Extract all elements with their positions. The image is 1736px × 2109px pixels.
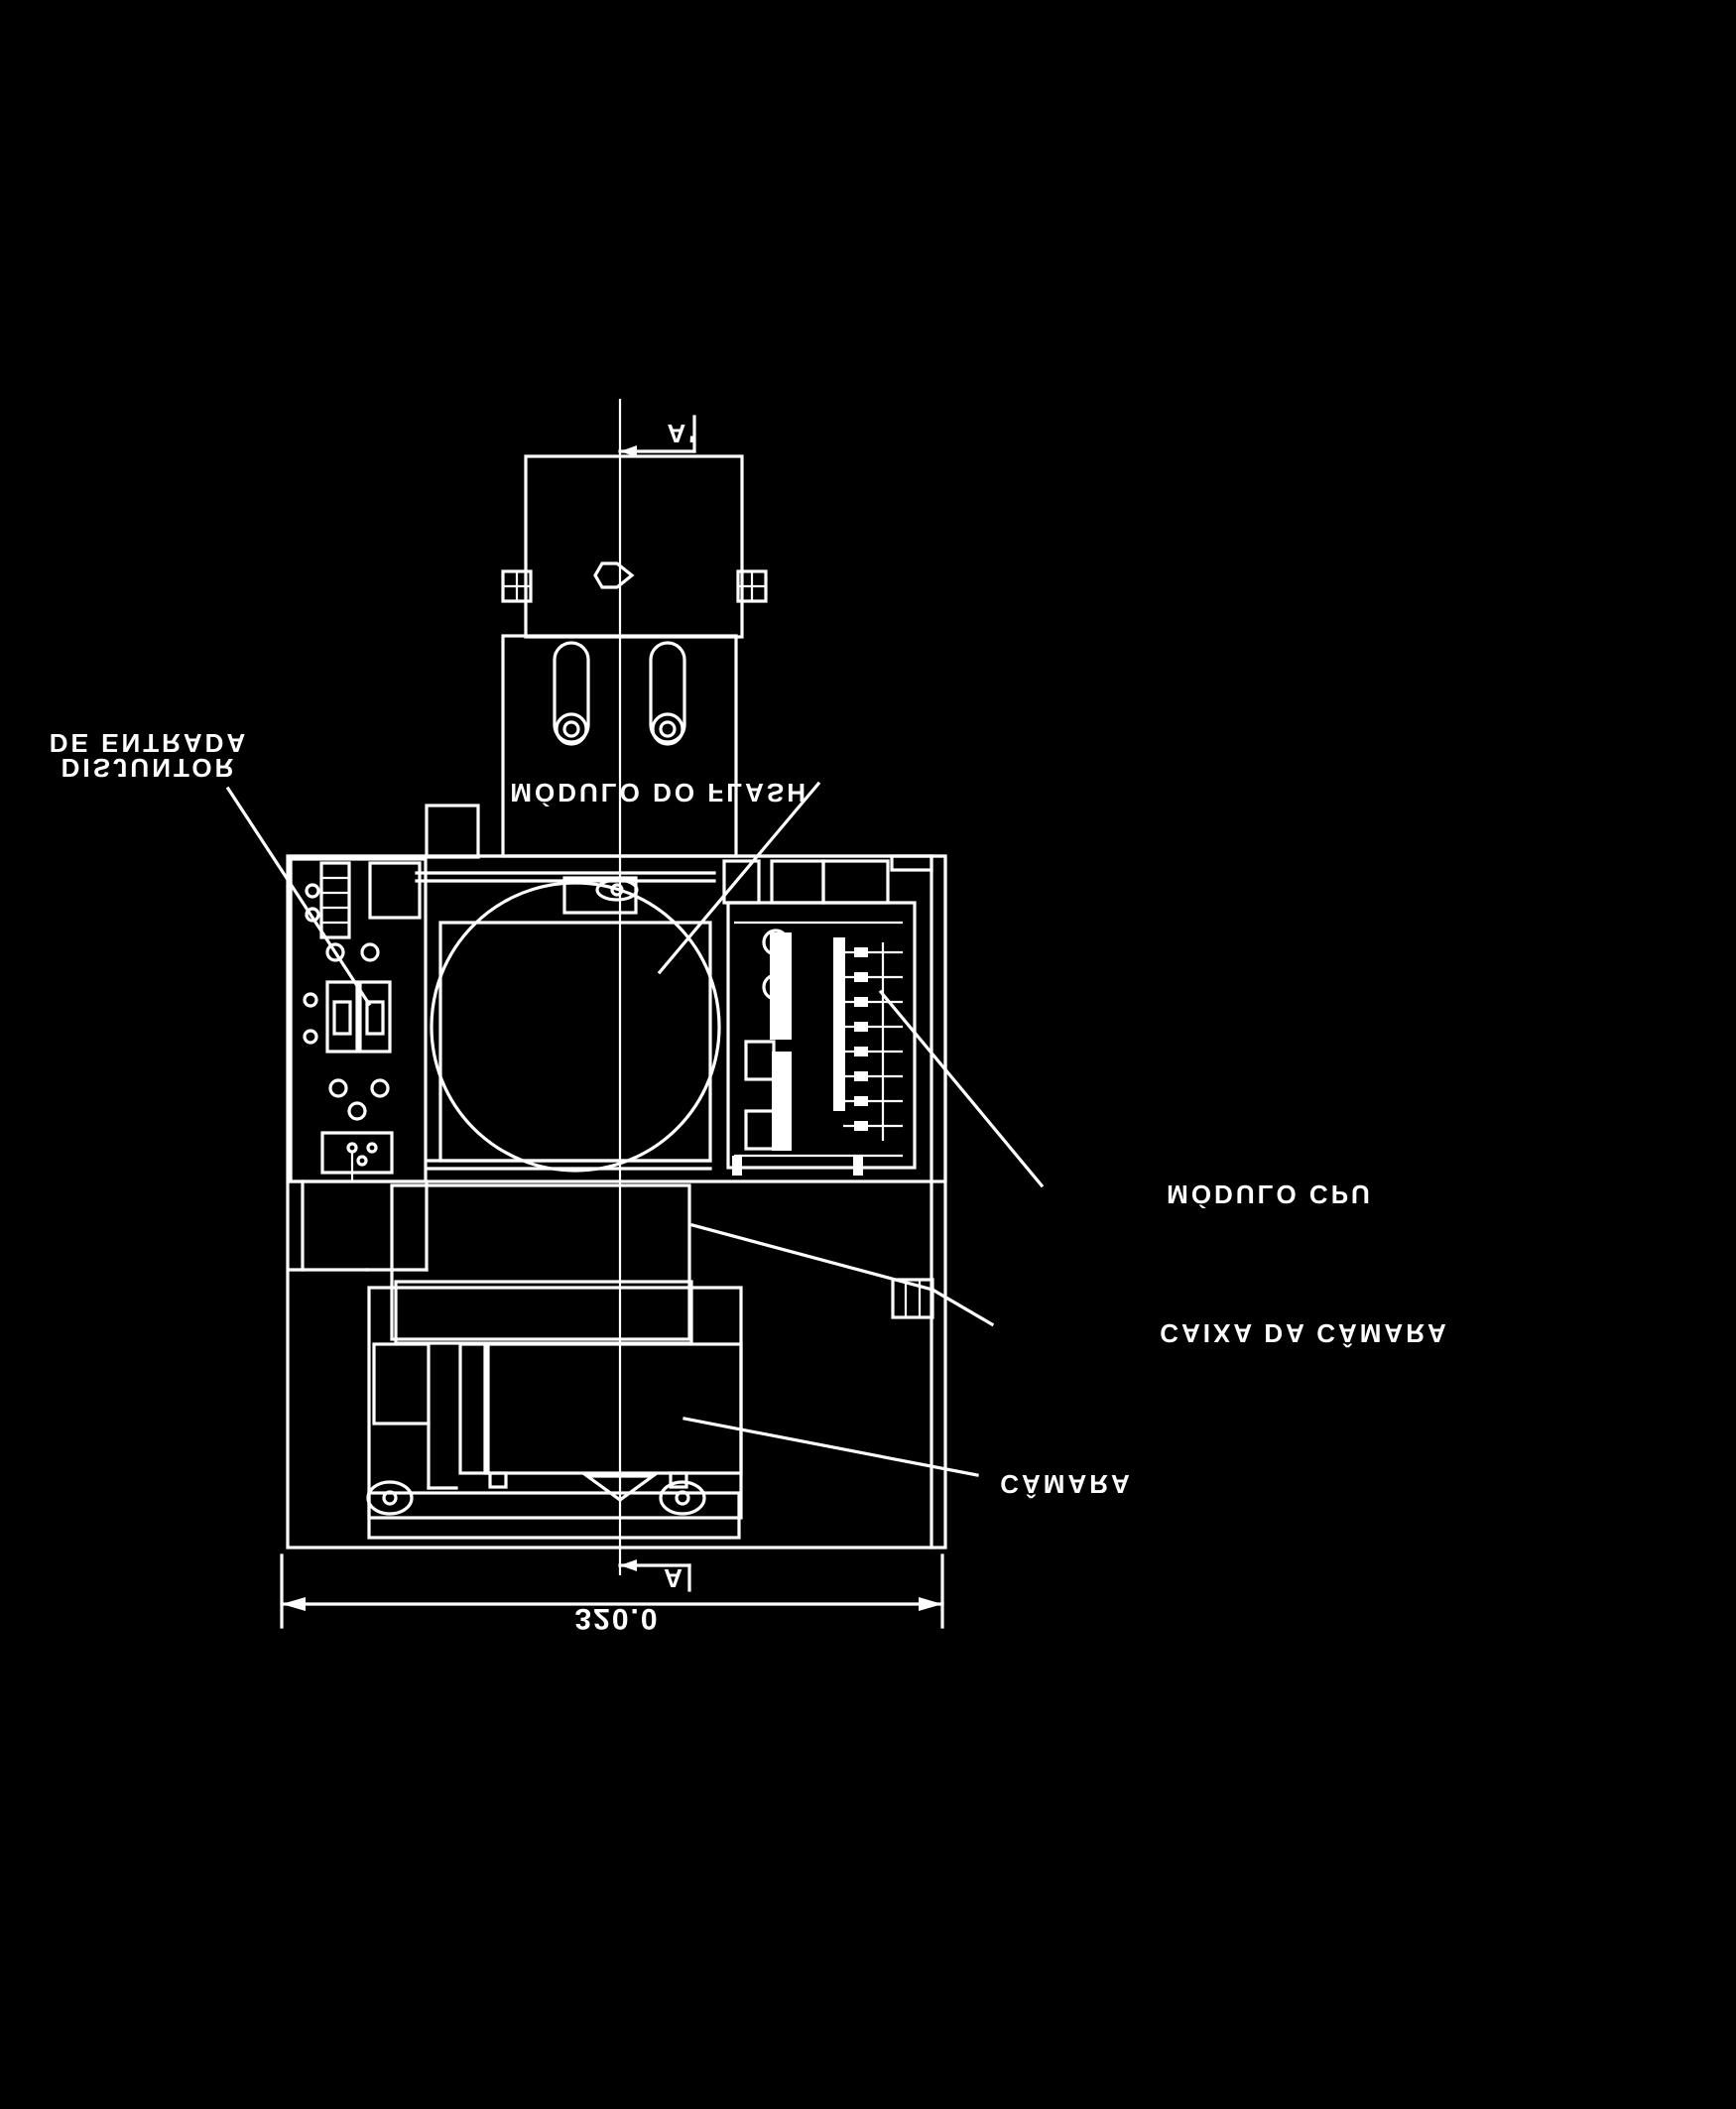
- label-camara: CÂMARA: [1000, 1469, 1133, 1499]
- label-modulo-flash: MÓDULO DO FLASH: [510, 778, 808, 807]
- leader-lines: [225, 781, 1045, 1477]
- label-disjuntor-line1: DISJUNTOR: [62, 753, 237, 783]
- flash-upper-block: [501, 454, 768, 639]
- label-disjuntor-line2: DE ENTRADA: [50, 728, 248, 758]
- cpu-module: [722, 859, 917, 1176]
- label-section-bottom: A: [664, 1563, 685, 1593]
- label-modulo-cpu: MÓDULO CPU: [1167, 1179, 1373, 1209]
- flash-lower-block: [425, 634, 738, 859]
- flash-module: [425, 876, 721, 1173]
- label-section-top: A': [668, 419, 698, 448]
- camera-box: [390, 1183, 693, 1345]
- section-marker-bottom: [618, 1559, 691, 1592]
- camera: [366, 1286, 743, 1540]
- main-housing: [286, 854, 947, 1550]
- side-connector: [891, 1278, 934, 1319]
- section-marker-top: [618, 415, 696, 457]
- circuit-breaker-panel: [289, 857, 428, 1183]
- width-dimension: [280, 1553, 944, 1629]
- label-caixa-camara: CAIXA DA CÂMARA: [1160, 1318, 1449, 1348]
- label-width-dimension: 320.0: [574, 1602, 659, 1635]
